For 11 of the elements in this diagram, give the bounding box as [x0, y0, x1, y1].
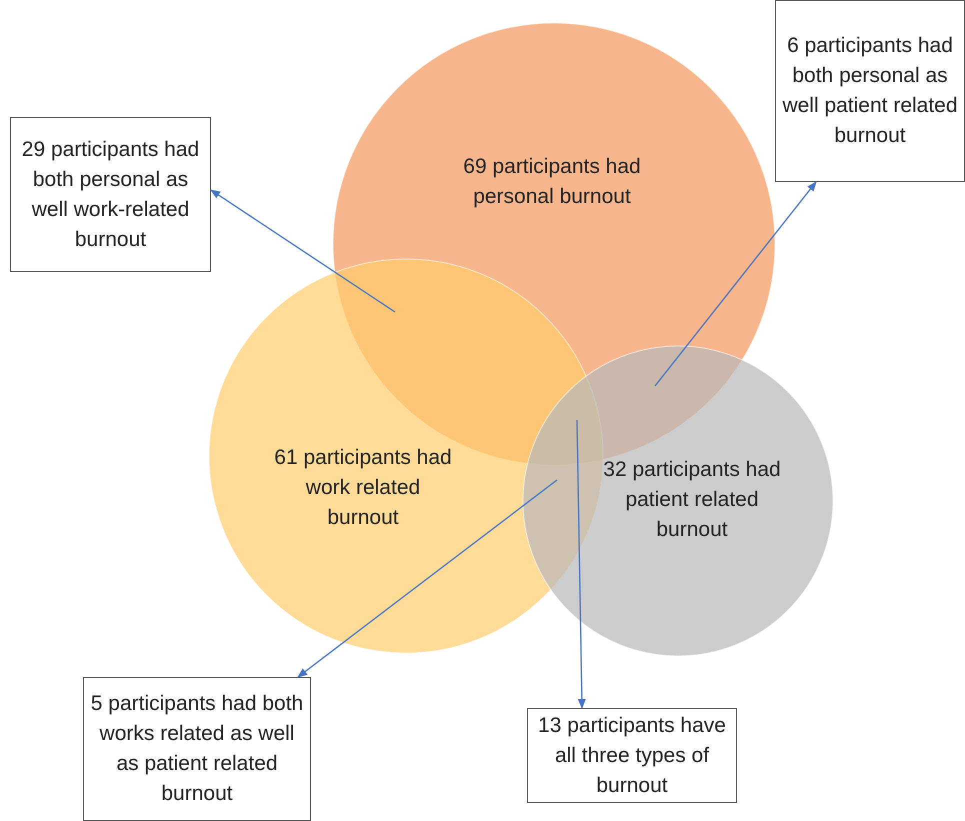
callout-box: 13 participants have all three types of burnout	[527, 708, 737, 803]
circle-label: 61 participants had work related burnout	[273, 445, 453, 531]
circle-label: 69 participants had personal burnout	[462, 154, 642, 210]
callout-box: 29 participants had both personal as well work-related burnout	[10, 117, 211, 272]
callout-box: 6 participants had both personal as well patient related burnout	[775, 0, 965, 182]
leader-line	[210, 189, 396, 313]
leader-line	[297, 479, 558, 678]
leader-line	[654, 181, 817, 386]
callout-box: 5 participants had both works related as well as patient related burnout	[83, 677, 311, 821]
leader-line	[576, 420, 586, 709]
circle-label: 32 participants had patient related burnout	[602, 457, 782, 543]
